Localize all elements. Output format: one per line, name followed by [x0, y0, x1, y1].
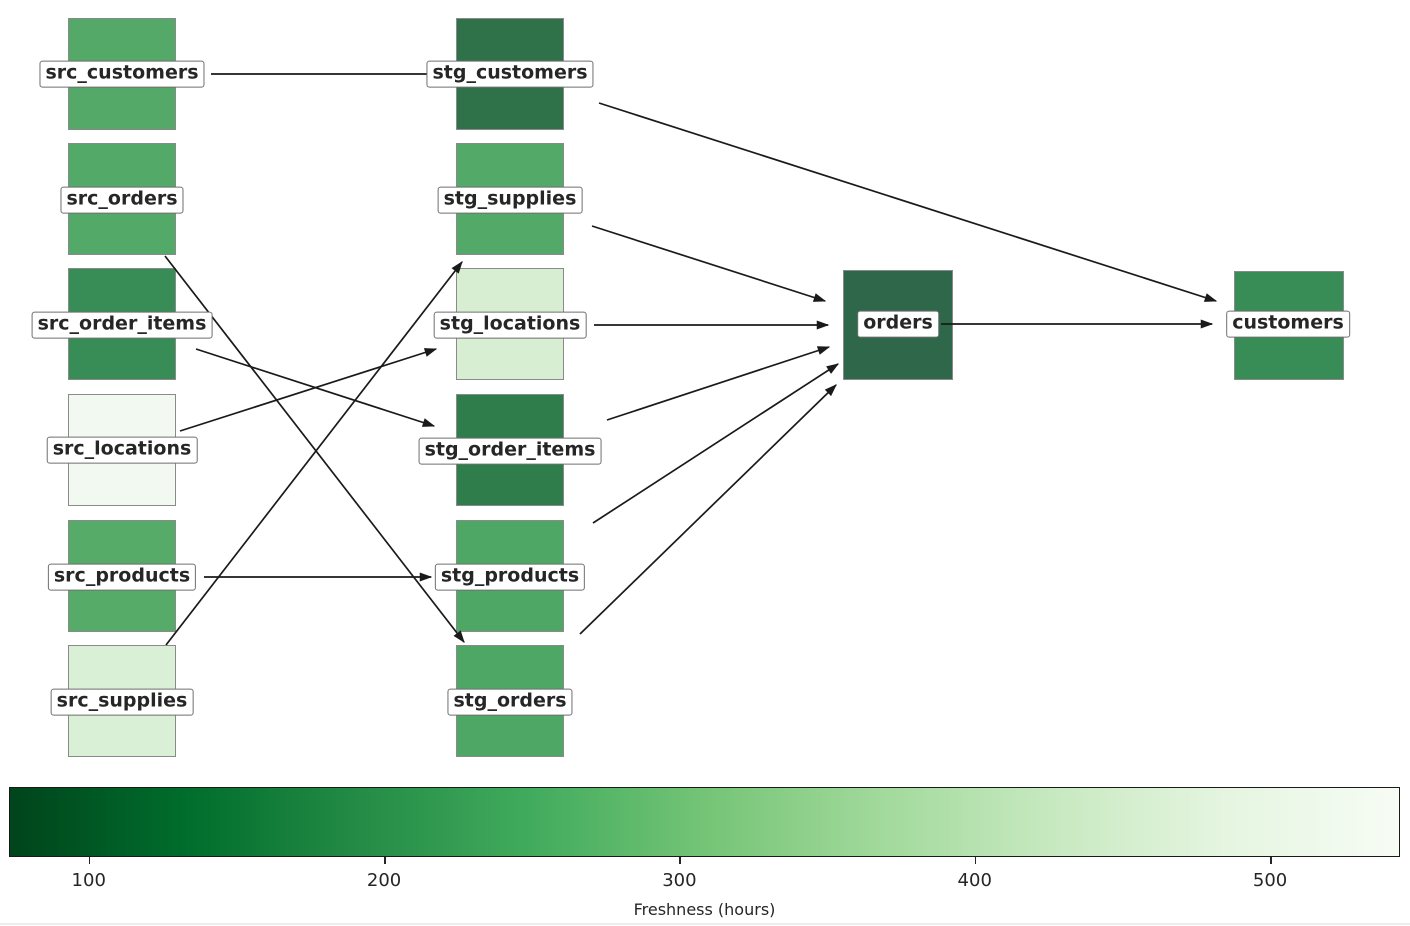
- node-src_order_items-label: src_order_items: [31, 311, 213, 339]
- edge-stg_customers-to-customers: [598, 102, 1218, 302]
- edge-src_locations-to-stg_locations: [179, 348, 438, 432]
- edge-stg_products-to-orders: [592, 363, 840, 524]
- node-stg_customers-label: stg_customers: [426, 60, 594, 88]
- node-orders-label: orders: [857, 310, 939, 338]
- node-src_supplies-label: src_supplies: [50, 688, 194, 716]
- edge-stg_supplies-to-orders: [591, 225, 827, 302]
- node-stg_products-label: stg_products: [434, 563, 586, 591]
- figure-bottom-border: [0, 923, 1410, 925]
- node-stg_supplies-label: stg_supplies: [437, 186, 583, 214]
- node-stg_orders-label: stg_orders: [447, 688, 573, 716]
- node-stg_locations-label: stg_locations: [433, 311, 587, 339]
- node-stg_order_items-label: stg_order_items: [418, 437, 602, 465]
- edge-src_supplies-to-stg_supplies: [165, 261, 463, 646]
- node-src_products-label: src_products: [47, 563, 197, 591]
- node-src_orders-label: src_orders: [60, 186, 184, 214]
- edge-stg_orders-to-orders: [579, 384, 837, 635]
- node-customers-label: customers: [1226, 310, 1350, 338]
- node-src_customers-label: src_customers: [39, 60, 205, 88]
- node-src_locations-label: src_locations: [46, 436, 198, 464]
- edge-stg_order_items-to-orders: [606, 346, 831, 421]
